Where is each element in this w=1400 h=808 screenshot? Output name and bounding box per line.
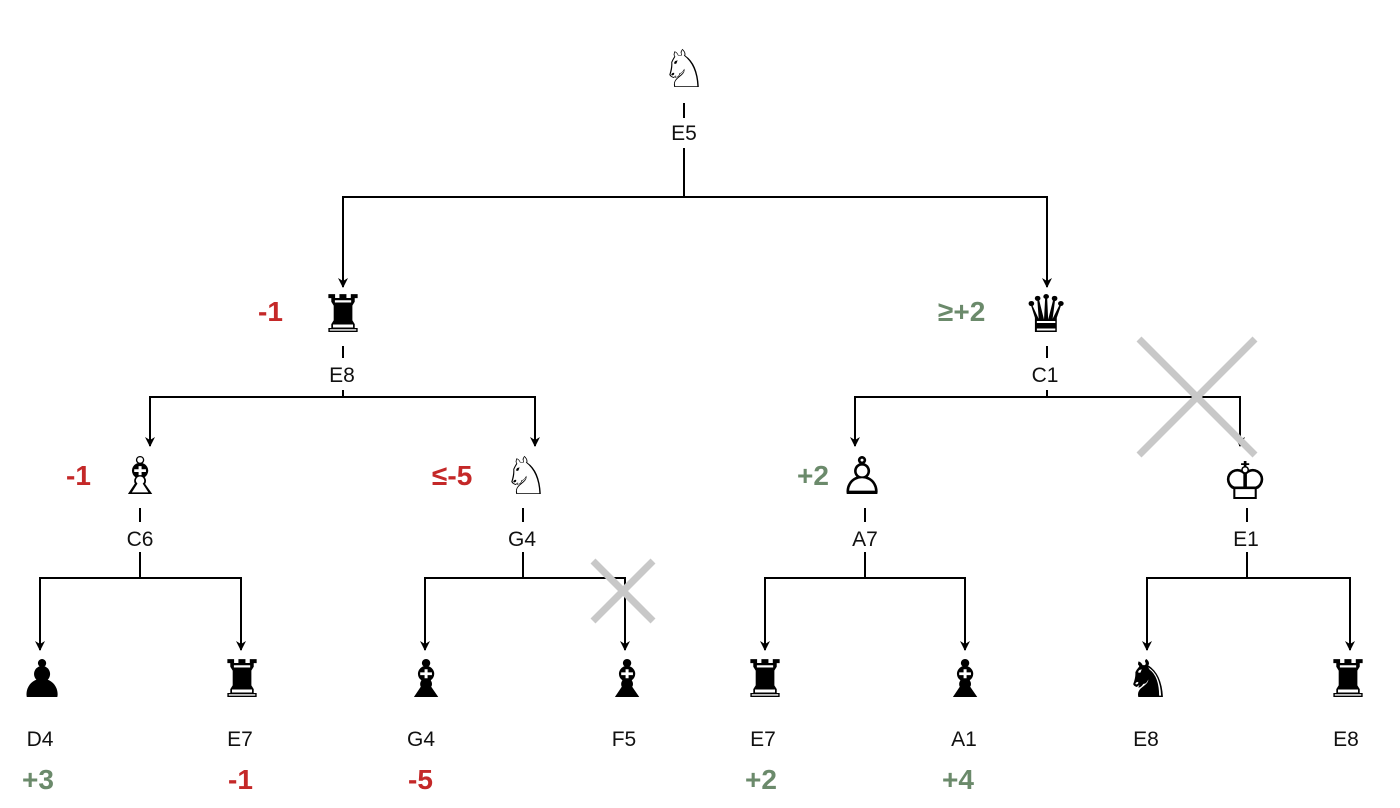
leaf-value: +3 bbox=[22, 764, 54, 795]
black-bishop-icon: ♝ bbox=[941, 650, 989, 710]
black-rook-icon: ♜ bbox=[319, 285, 367, 345]
root-piece-icon: ♘ bbox=[660, 40, 708, 100]
node-square-label: G4 bbox=[482, 527, 562, 552]
leaf-square-label: E8 bbox=[1106, 727, 1186, 752]
node-square-label: C6 bbox=[100, 527, 180, 552]
black-bishop-icon: ♝ bbox=[603, 650, 651, 710]
node-value: +2 bbox=[797, 460, 829, 491]
branch-fork bbox=[764, 577, 966, 650]
leaf-value: -5 bbox=[408, 764, 433, 795]
black-pawn-icon: ♟ bbox=[18, 650, 66, 710]
node-value: ≥+2 bbox=[938, 296, 986, 327]
white-knight-icon: ♘ bbox=[502, 447, 550, 507]
node-value: -1 bbox=[258, 296, 283, 327]
node-square-label: E1 bbox=[1206, 527, 1286, 552]
branch-fork bbox=[1146, 577, 1351, 650]
branch-fork bbox=[854, 396, 1241, 446]
leaf-value: +2 bbox=[745, 764, 777, 795]
black-knight-icon: ♞ bbox=[1124, 650, 1172, 710]
node-square-label: C1 bbox=[1005, 363, 1085, 388]
white-king-icon: ♔ bbox=[1221, 452, 1269, 512]
leaf-square-label: E8 bbox=[1306, 727, 1386, 752]
white-bishop-icon: ♗ bbox=[116, 447, 164, 507]
leaf-value: +4 bbox=[942, 764, 974, 795]
black-bishop-icon: ♝ bbox=[402, 650, 450, 710]
leaf-square-label: D4 bbox=[0, 727, 80, 752]
prune-cross-icon bbox=[1136, 336, 1258, 458]
leaf-value: -1 bbox=[228, 764, 253, 795]
branch-fork bbox=[342, 196, 1048, 287]
node-value: -1 bbox=[66, 460, 91, 491]
branch-fork bbox=[424, 577, 626, 650]
node-square-label: A7 bbox=[825, 527, 905, 552]
prune-cross-icon bbox=[590, 558, 656, 624]
black-rook-icon: ♜ bbox=[218, 650, 266, 710]
root-square-label: E5 bbox=[644, 121, 724, 146]
leaf-square-label: E7 bbox=[200, 727, 280, 752]
node-square-label: E8 bbox=[302, 363, 382, 388]
black-rook-icon: ♜ bbox=[741, 650, 789, 710]
leaf-square-label: E7 bbox=[723, 727, 803, 752]
node-value: ≤-5 bbox=[432, 460, 473, 491]
black-queen-icon: ♛ bbox=[1022, 285, 1070, 345]
branch-fork bbox=[39, 577, 242, 650]
white-pawn-icon: ♙ bbox=[838, 447, 886, 507]
leaf-square-label: G4 bbox=[381, 727, 461, 752]
leaf-square-label: A1 bbox=[924, 727, 1004, 752]
black-rook-icon: ♜ bbox=[1324, 650, 1372, 710]
leaf-square-label: F5 bbox=[584, 727, 664, 752]
branch-fork bbox=[149, 396, 536, 446]
